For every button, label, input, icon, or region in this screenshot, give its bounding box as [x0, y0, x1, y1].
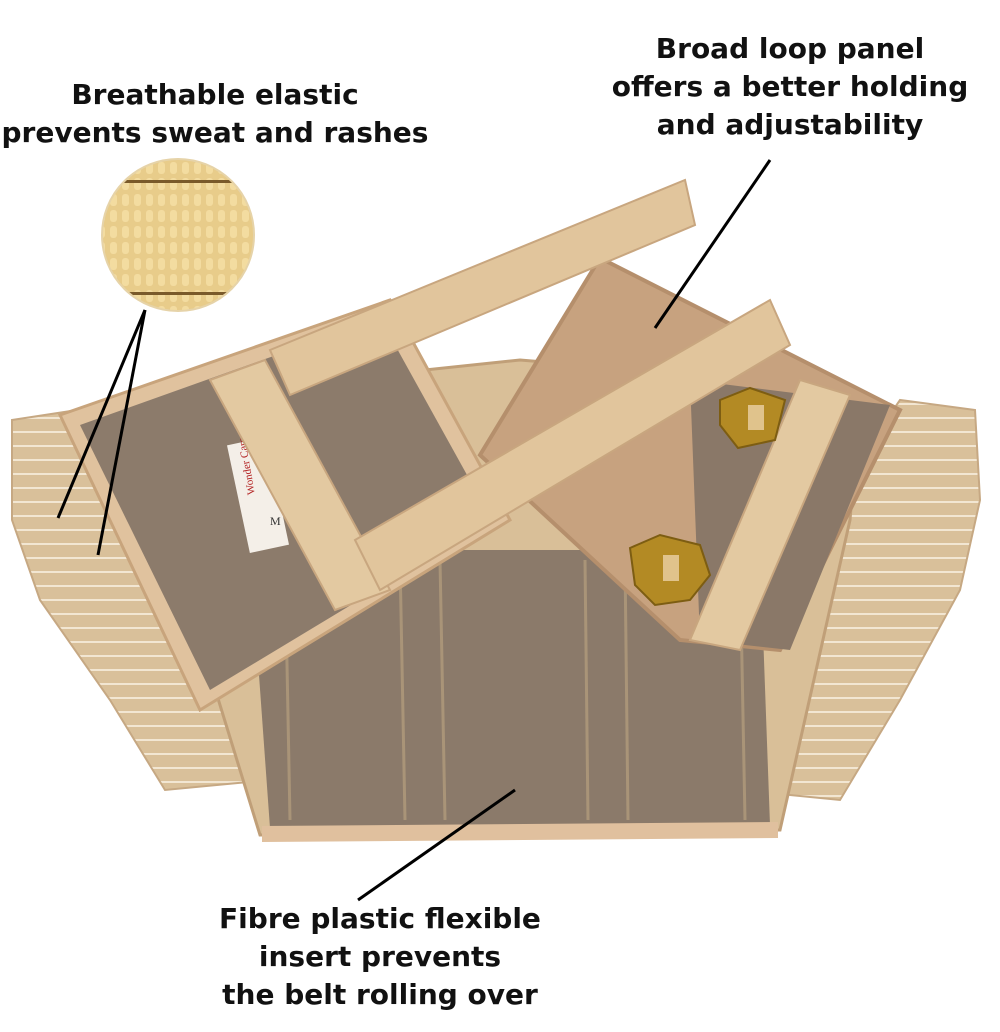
- left-strap-vertical: [208, 358, 392, 612]
- callout-breathable-line-2: prevents sweat and rashes: [1, 116, 429, 149]
- callout-loop-line-3: and adjustability: [656, 108, 924, 141]
- buckle-upper: [719, 386, 787, 450]
- tag-size: M: [270, 514, 281, 528]
- callout-breathable-line-1: Breathable elastic: [71, 78, 359, 111]
- right-strap-vertical: [688, 378, 852, 652]
- callout-insert-line-2: insert prevents: [258, 940, 502, 973]
- callout-loop-line-2: offers a better holding: [611, 70, 969, 103]
- bottom-binding: [262, 822, 778, 842]
- callout-insert-line-1: Fibre plastic flexible: [219, 902, 541, 935]
- diagonal-strap: [353, 298, 792, 592]
- callout-fibre-insert: Fibre plastic flexible insert prevents t…: [120, 900, 640, 1014]
- buckle-lower: [628, 533, 712, 607]
- callout-broad-loop-panel: Broad loop panel offers a better holding…: [580, 30, 1000, 144]
- callout-insert-line-3: the belt rolling over: [222, 978, 538, 1011]
- callout-breathable-elastic: Breathable elastic prevents sweat and ra…: [0, 76, 430, 152]
- fibre-insert-panel: [250, 550, 770, 828]
- callout-pointers: [56, 159, 772, 902]
- elastic-fabric-swatch: [101, 158, 255, 312]
- callout-loop-line-1: Broad loop panel: [655, 32, 925, 65]
- top-long-strap: [268, 178, 697, 397]
